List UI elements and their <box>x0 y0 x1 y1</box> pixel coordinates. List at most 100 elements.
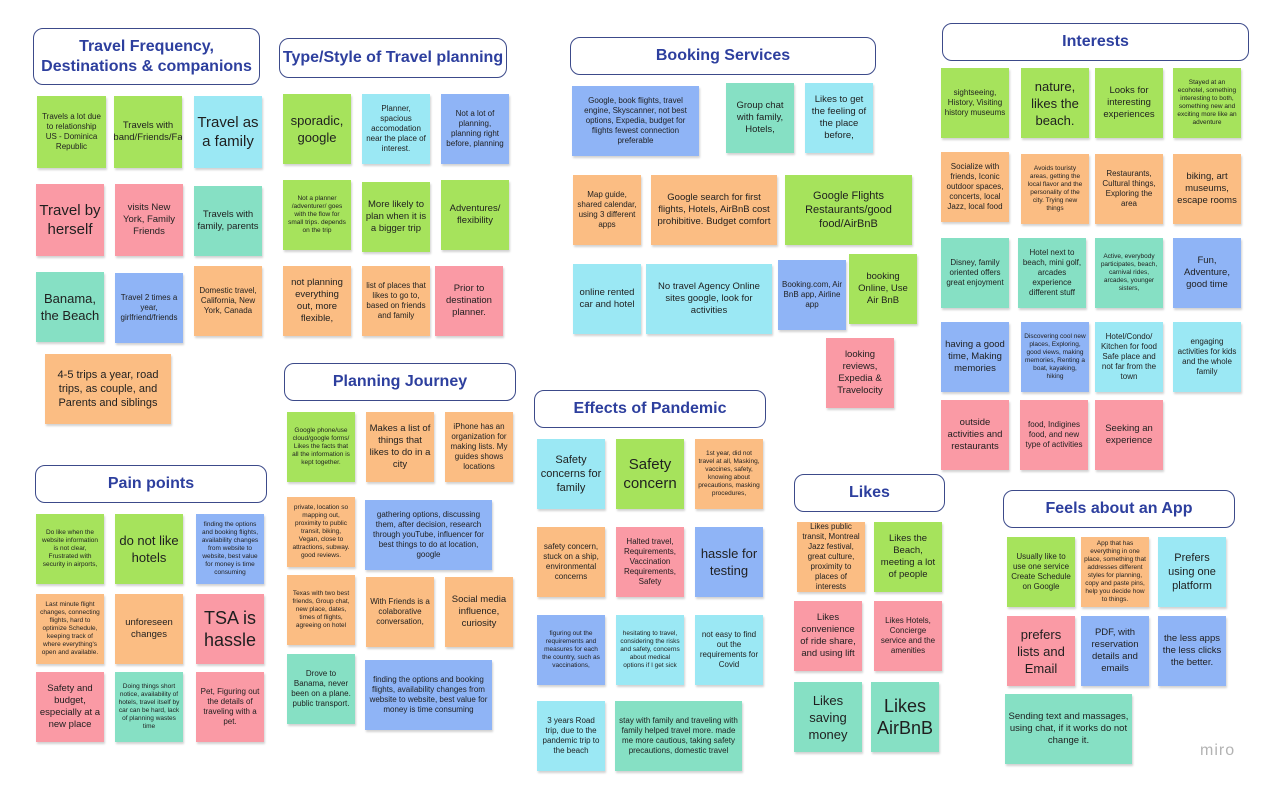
sticky-note: Likes convenience of ride share, and usi… <box>794 601 862 671</box>
sticky-note: finding the options and booking flights,… <box>365 660 492 730</box>
sticky-note: 1st year, did not travel at all, Masking… <box>695 439 763 509</box>
sticky-note: Social media influence, curiosity <box>445 577 513 647</box>
sticky-note: Travels with family, parents <box>194 186 262 256</box>
sticky-note: With Friends is a colaborative conversat… <box>366 577 434 647</box>
sticky-note: Drove to Banama, never been on a plane. … <box>287 654 355 724</box>
header-type-style: Type/Style of Travel planning <box>279 38 507 78</box>
sticky-note: not planning everything out, more flexib… <box>283 266 351 336</box>
sticky-note: Hotel/Condo/ Kitchen for food Safe place… <box>1095 322 1163 392</box>
sticky-note: stay with family and traveling with fami… <box>615 701 742 771</box>
header-pain-points: Pain points <box>35 465 267 503</box>
sticky-note: Restaurants, Cultural things, Exploring … <box>1095 154 1163 224</box>
miro-logo: miro <box>1200 742 1236 759</box>
sticky-note: outside activities and restaurants <box>941 400 1009 470</box>
sticky-note: prefers lists and Email <box>1007 616 1075 686</box>
sticky-note: the less apps the less clicks the better… <box>1158 616 1226 686</box>
sticky-note: Google Flights Restaurants/good food/Air… <box>785 175 912 245</box>
sticky-note: Disney, family oriented offers great enj… <box>941 238 1009 308</box>
sticky-note: Safety concerns for family <box>537 439 605 509</box>
sticky-note: Planner, spacious accomodation near the … <box>362 94 430 164</box>
sticky-note: figuring out the requirements and measur… <box>537 615 605 685</box>
sticky-note: More likely to plan when it is a bigger … <box>362 182 430 252</box>
sticky-note: Domestic travel, California, New York, C… <box>194 266 262 336</box>
sticky-note: Likes saving money <box>794 682 862 752</box>
sticky-note: Likes Hotels, Concierge service and the … <box>874 601 942 671</box>
sticky-note: TSA is hassle <box>196 594 264 664</box>
sticky-note: safety concern, stuck on a ship, environ… <box>537 527 605 597</box>
sticky-note: Travel by herself <box>36 184 104 256</box>
sticky-note: Likes AirBnB <box>871 682 939 752</box>
sticky-note: hassle for testing <box>695 527 763 597</box>
sticky-note: Google search for first flights, Hotels,… <box>651 175 777 245</box>
sticky-note: list of places that likes to go to, base… <box>362 266 430 336</box>
sticky-note: sporadic, google <box>283 94 351 164</box>
sticky-note: looking reviews, Expedia & Travelocity <box>826 338 894 408</box>
sticky-note: Safety and budget, especially at a new p… <box>36 672 104 742</box>
sticky-note: Texas with two best friends, Group chat,… <box>287 575 355 645</box>
sticky-note: Active, everybody participates, beach, c… <box>1095 238 1163 308</box>
sticky-note: Fun, Adventure, good time <box>1173 238 1241 308</box>
sticky-note: Prior to destination planner. <box>435 266 503 336</box>
sticky-note: Group chat with family, Hotels, <box>726 83 794 153</box>
header-interests: Interests <box>942 23 1249 61</box>
sticky-note: Booking.com, Air BnB app, Airline app <box>778 260 846 330</box>
sticky-note: Looks for interesting experiences <box>1095 68 1163 138</box>
sticky-note: iPhone has an organization for making li… <box>445 412 513 482</box>
sticky-note: Socialize with friends, Iconic outdoor s… <box>941 152 1009 222</box>
sticky-note: Last minute flight changes, connecting f… <box>36 594 104 664</box>
sticky-note: Hotel next to beach, mini golf, arcades … <box>1018 238 1086 308</box>
sticky-note: 3 years Road trip, due to the pandemic t… <box>537 701 605 771</box>
sticky-note: Prefers using one platform <box>1158 537 1226 607</box>
sticky-note: Travels a lot due to relationship US - D… <box>37 96 106 168</box>
header-travel-frequency: Travel Frequency, Destinations & compani… <box>33 28 260 85</box>
sticky-note: not easy to find out the requirements fo… <box>695 615 763 685</box>
sticky-note: Adventures/ flexibility <box>441 180 509 250</box>
sticky-note: nature, likes the beach. <box>1021 68 1089 138</box>
sticky-note: Travels with Husband/Friends/Family <box>114 96 182 168</box>
sticky-note: Not a planner /adventurer/ goes with the… <box>283 180 351 250</box>
sticky-note: Travel 2 times a year, girlfriend/friend… <box>115 273 183 343</box>
sticky-note: engaging activities for kids and the who… <box>1173 322 1241 392</box>
header-booking-services: Booking Services <box>570 37 876 75</box>
sticky-note: Stayed at an ecohotel, something interes… <box>1173 68 1241 138</box>
sticky-note: PDF, with reservation details and emails <box>1081 616 1149 686</box>
sticky-note: 4-5 trips a year, road trips, as couple,… <box>45 354 171 424</box>
sticky-note: Doing things short notice, availability … <box>115 672 183 742</box>
sticky-note: Pet, Figuring out the details of traveli… <box>196 672 264 742</box>
sticky-note: Travel as a family <box>194 96 262 168</box>
sticky-note: Discovering cool new places, Exploring, … <box>1021 322 1089 392</box>
sticky-note: Sending text and massages, using chat, i… <box>1005 694 1132 764</box>
header-planning-journey: Planning Journey <box>284 363 516 401</box>
sticky-note: Usually like to use one service Create S… <box>1007 537 1075 607</box>
sticky-note: Google phone/use cloud/google forms/ Lik… <box>287 412 355 482</box>
sticky-note: private, location so mapping out, proxim… <box>287 497 355 567</box>
sticky-note: Likes public transit, Montreal Jazz fest… <box>797 522 865 592</box>
sticky-note: gathering options, discussing them, afte… <box>365 500 492 570</box>
sticky-note: sightseeing, History, Visiting history m… <box>941 68 1009 138</box>
sticky-note: Not a lot of planning, planning right be… <box>441 94 509 164</box>
sticky-note: hesitating to travel, considering the ri… <box>616 615 684 685</box>
sticky-note: Makes a list of things that likes to do … <box>366 412 434 482</box>
header-feels-app: Feels about an App <box>1003 490 1235 528</box>
sticky-note: Likes to get the feeling of the place be… <box>805 83 873 153</box>
sticky-note: Map guide, shared calendar, using 3 diff… <box>573 175 641 245</box>
header-effects-pandemic: Effects of Pandemic <box>534 390 766 428</box>
sticky-note: Do like when the website information is … <box>36 514 104 584</box>
sticky-note: App that has everything in one place, so… <box>1081 537 1149 607</box>
sticky-note: Safety concern <box>616 439 684 509</box>
sticky-note: Google, book flights, travel engine, Sky… <box>572 86 699 156</box>
sticky-note: Avoids touristy areas, getting the local… <box>1021 154 1089 224</box>
sticky-note: booking Online, Use Air BnB <box>849 254 917 324</box>
sticky-note: Halted travel, Requirements, Vaccination… <box>616 527 684 597</box>
sticky-note: unforeseen changes <box>115 594 183 664</box>
sticky-note: having a good time, Making memories <box>941 322 1009 392</box>
sticky-note: Likes the Beach, meeting a lot of people <box>874 522 942 592</box>
sticky-note: online rented car and hotel <box>573 264 641 334</box>
sticky-note: biking, art museums, escape rooms <box>1173 154 1241 224</box>
sticky-note: food, Indigines food, and new type of ac… <box>1020 400 1088 470</box>
sticky-note: No travel Agency Online sites google, lo… <box>646 264 772 334</box>
header-likes: Likes <box>794 474 945 512</box>
sticky-note: Seeking an experience <box>1095 400 1163 470</box>
sticky-note: Banama, the Beach <box>36 272 104 342</box>
sticky-note: do not like hotels <box>115 514 183 584</box>
